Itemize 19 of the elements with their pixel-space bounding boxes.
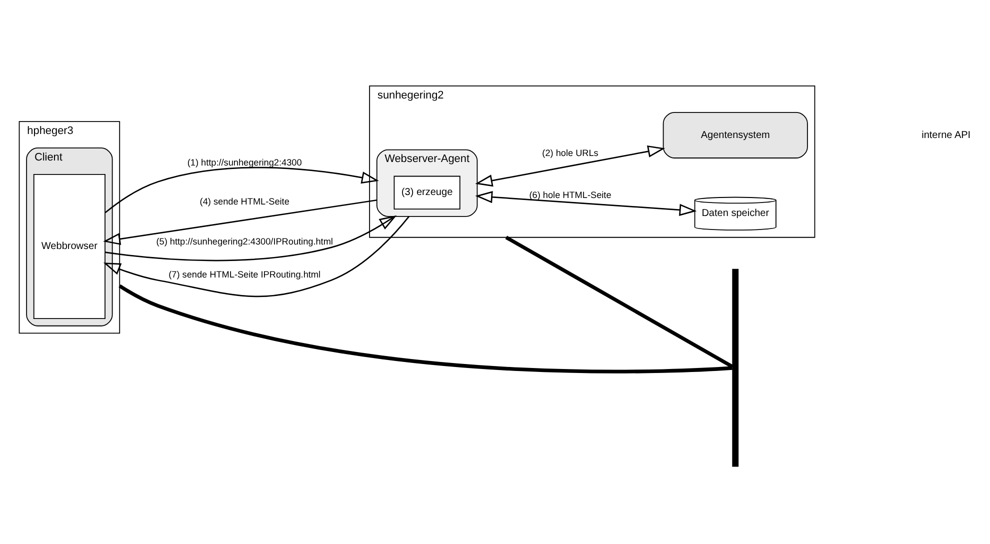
node-box: Webbrowser [33, 173, 106, 319]
edge-label: (4) sende HTML-Seite [200, 196, 290, 206]
arrow [104, 166, 379, 213]
edge-label: (7) sende HTML-Seite IPRouting.html [168, 269, 321, 280]
arrow [103, 215, 410, 297]
edge-label: (2) hole URLs [542, 148, 598, 158]
arrow [475, 190, 697, 216]
connector [118, 284, 732, 373]
label: interne API [922, 129, 971, 140]
node-bar [732, 268, 739, 466]
node-box: (3) erzeuge [394, 175, 460, 210]
edge-label: (1) http://sunhegering2:4300 [187, 156, 302, 167]
arrow [475, 144, 666, 186]
edge-label: (5) http://sunhegering2:4300/IPRouting.html [156, 236, 333, 246]
arrow [105, 214, 397, 261]
edge-label: (6) hole HTML-Seite [529, 190, 612, 200]
connector [505, 235, 734, 368]
arrow [103, 198, 377, 244]
node-box: Agentensystem [662, 111, 808, 158]
